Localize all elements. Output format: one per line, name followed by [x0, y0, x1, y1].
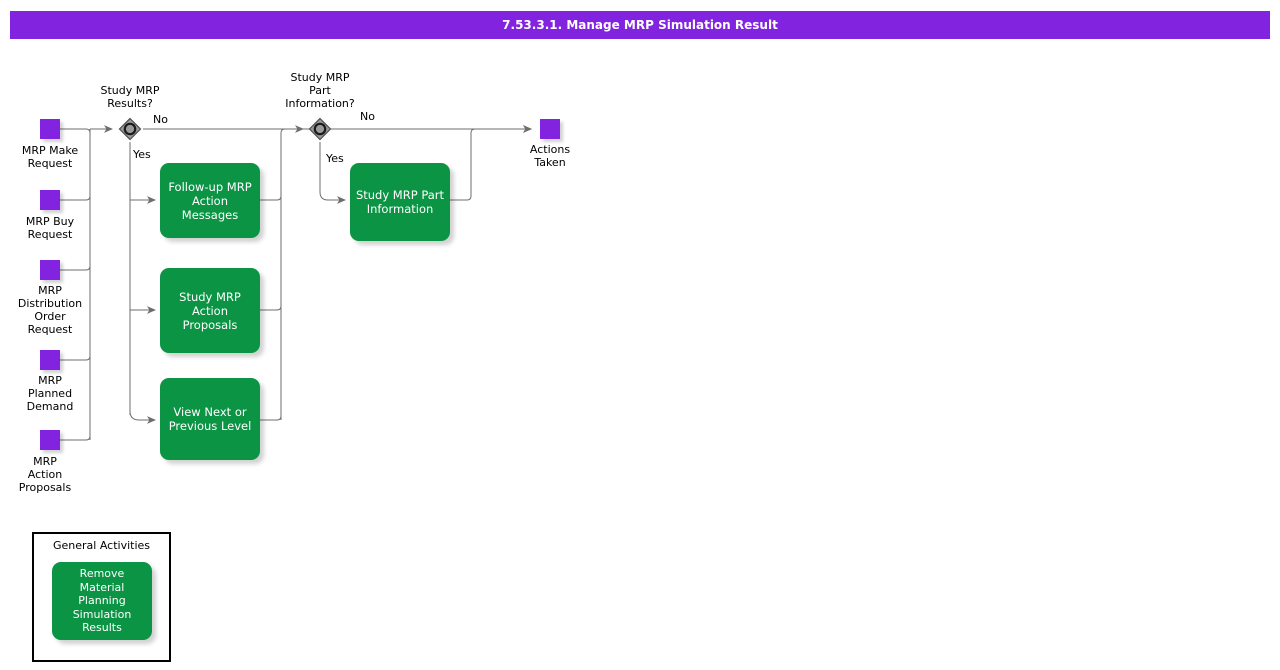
start-event-mrp-buy-request[interactable]: [40, 190, 60, 210]
end-event-actions-taken[interactable]: [540, 119, 560, 139]
task-study-mrp-action-proposals[interactable]: Study MRP Action Proposals: [160, 268, 260, 353]
general-activities-group: General Activities Remove Material Plann…: [32, 532, 171, 662]
gateway-diamond-icon: [308, 117, 332, 141]
gateway-caption-study-mrp-results: Study MRP Results?: [100, 84, 160, 110]
gateway-flow-label-no-1: No: [153, 113, 168, 126]
study-mrp-part-information-gateway[interactable]: [307, 116, 333, 142]
task-study-mrp-part-information[interactable]: Study MRP Part Information: [350, 163, 450, 241]
start-event-mrp-action-proposals[interactable]: [40, 430, 60, 450]
start-event-label-mrp-action-proposals: MRP Action Proposals: [18, 455, 72, 494]
task-view-next-or-previous-level[interactable]: View Next or Previous Level: [160, 378, 260, 460]
start-event-mrp-make-request[interactable]: [40, 119, 60, 139]
gateway-flow-label-yes-2: Yes: [326, 152, 344, 165]
start-event-label-mrp-planned-demand: MRP Planned Demand: [26, 374, 74, 413]
gateway-caption-study-mrp-part-information: Study MRP Part Information?: [285, 71, 355, 110]
gateway-flow-label-no-2: No: [360, 110, 375, 123]
start-event-label-mrp-buy-request: MRP Buy Request: [25, 215, 75, 241]
end-event-label-actions-taken: Actions Taken: [529, 143, 571, 169]
task-follow-up-mrp-action-messages[interactable]: Follow-up MRP Action Messages: [160, 163, 260, 238]
start-event-label-mrp-make-request: MRP Make Request: [21, 144, 79, 170]
task-remove-material-planning-simulation-results[interactable]: Remove Material Planning Simulation Resu…: [52, 562, 152, 640]
start-event-mrp-planned-demand[interactable]: [40, 350, 60, 370]
gateway-diamond-icon: [118, 117, 142, 141]
general-activities-title: General Activities: [52, 539, 151, 552]
page-title: 7.53.3.1. Manage MRP Simulation Result: [502, 18, 778, 32]
start-event-mrp-distribution-order-request[interactable]: [40, 260, 60, 280]
study-mrp-results-gateway[interactable]: [117, 116, 143, 142]
start-event-label-mrp-distribution-order-request: MRP Distribution Order Request: [17, 284, 83, 336]
page-title-bar: 7.53.3.1. Manage MRP Simulation Result: [10, 11, 1270, 39]
gateway-flow-label-yes-1: Yes: [133, 148, 151, 161]
